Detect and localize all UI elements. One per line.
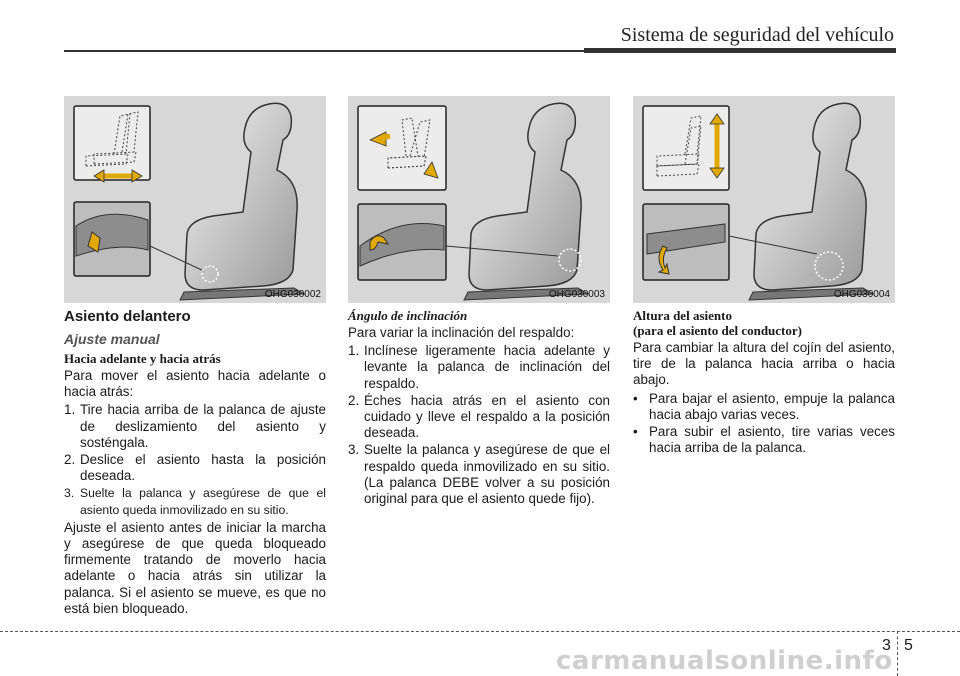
section-subheading: Ajuste manual [64, 331, 160, 347]
watermark: carmanualsonline.info [556, 646, 893, 676]
page-header-title: Sistema de seguridad del vehículo [620, 24, 894, 46]
topic-title: Altura del asiento [633, 308, 732, 323]
intro-paragraph: Para cambiar la altura del cojín del asi… [633, 340, 895, 388]
figure-recline: OHG030003 [348, 96, 610, 303]
figure-code: OHG030002 [264, 289, 321, 300]
list-item: 2.Éches hacia atrás en el asiento con cu… [348, 392, 610, 441]
page-number: 5 [904, 637, 913, 654]
footer-divider [897, 631, 898, 676]
seat-height-illustration [642, 102, 875, 301]
list-item: 1.Inclínese ligeramente hacia adelante y… [348, 343, 610, 391]
figure-seat-slide: OHG030002 [64, 96, 326, 303]
topic-title: Ángulo de inclinación [348, 308, 468, 323]
list-item: 3.Suelte la palanca y asegúrese de que e… [64, 486, 326, 517]
closing-paragraph: Ajuste el asiento antes de iniciar la ma… [64, 519, 326, 616]
seat-slide-illustration [73, 102, 306, 301]
list-item: •Para subir el asiento, tire varias vece… [633, 424, 895, 456]
topic-title: Hacia adelante y hacia atrás [64, 351, 221, 366]
column-forward-backward: Asiento delantero Ajuste manual Hacia ad… [64, 308, 326, 617]
header-rule [64, 50, 584, 52]
figure-code: OHG030003 [548, 289, 605, 300]
steps-list: 1.Inclínese ligeramente hacia adelante y… [348, 343, 610, 507]
figure-code: OHG030004 [833, 289, 890, 300]
steps-list: 1.Tire hacia arriba de la palanca de aju… [64, 402, 326, 517]
footer-rule [0, 631, 960, 632]
chapter-number: 3 [882, 637, 891, 654]
intro-paragraph: Para variar la inclinación del respaldo: [348, 325, 575, 340]
intro-paragraph: Para mover el asiento hacia adelante o h… [64, 368, 326, 400]
column-seat-height: Altura del asiento (para el asiento del … [633, 308, 895, 457]
list-item: 1.Tire hacia arriba de la palanca de aju… [64, 402, 326, 450]
list-item: 3.Suelte la palanca y asegúrese de que e… [348, 442, 610, 507]
list-item: 2.Deslice el asiento hasta la posición d… [64, 452, 326, 484]
figure-seat-height: OHG030004 [633, 96, 895, 303]
seat-recline-illustration [357, 102, 590, 301]
section-heading: Asiento delantero [64, 308, 191, 325]
topic-subtitle: (para el asiento del conductor) [633, 323, 802, 338]
bullets-list: •Para bajar el asiento, empuje la palanc… [633, 391, 895, 457]
list-item: •Para bajar el asiento, empuje la palanc… [633, 390, 895, 422]
header-rule-accent [584, 48, 896, 53]
column-recline: Ángulo de inclinación Para variar la inc… [348, 308, 610, 508]
